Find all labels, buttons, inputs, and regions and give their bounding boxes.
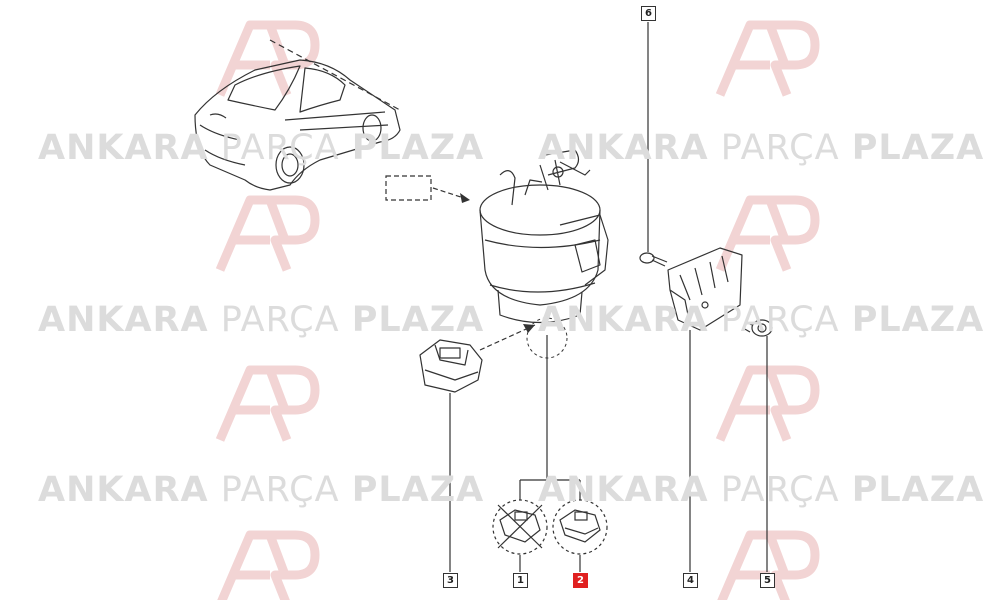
callout-1[interactable]: 1 bbox=[513, 573, 528, 588]
fuel-filter-housing bbox=[479, 149, 609, 324]
zoom-circle bbox=[526, 317, 568, 359]
bracket-part-4 bbox=[667, 247, 743, 331]
watermark-logo bbox=[215, 365, 320, 442]
leader-lines-1-2 bbox=[519, 335, 581, 572]
callout-2[interactable]: 2 bbox=[573, 573, 588, 588]
part-1-sensor bbox=[492, 499, 548, 555]
watermark-logo bbox=[715, 20, 820, 97]
watermark-logo bbox=[715, 195, 820, 272]
watermark-logos bbox=[215, 20, 820, 600]
sensor-part-3 bbox=[419, 339, 483, 393]
watermark-logo bbox=[215, 20, 320, 97]
watermark-logo bbox=[217, 530, 320, 600]
watermark-logo bbox=[215, 195, 320, 272]
nut-part-5 bbox=[742, 319, 773, 337]
car-drawing bbox=[194, 39, 401, 191]
callout-6[interactable]: 6 bbox=[641, 6, 656, 21]
callout-4[interactable]: 4 bbox=[683, 573, 698, 588]
callout-5[interactable]: 5 bbox=[760, 573, 775, 588]
bolt-part-6 bbox=[639, 252, 668, 267]
callout-3[interactable]: 3 bbox=[443, 573, 458, 588]
sensor-arrow bbox=[479, 324, 536, 351]
part-2-sensor bbox=[552, 499, 608, 555]
reference-dashed-box bbox=[385, 175, 432, 201]
watermark-logo bbox=[715, 365, 820, 442]
